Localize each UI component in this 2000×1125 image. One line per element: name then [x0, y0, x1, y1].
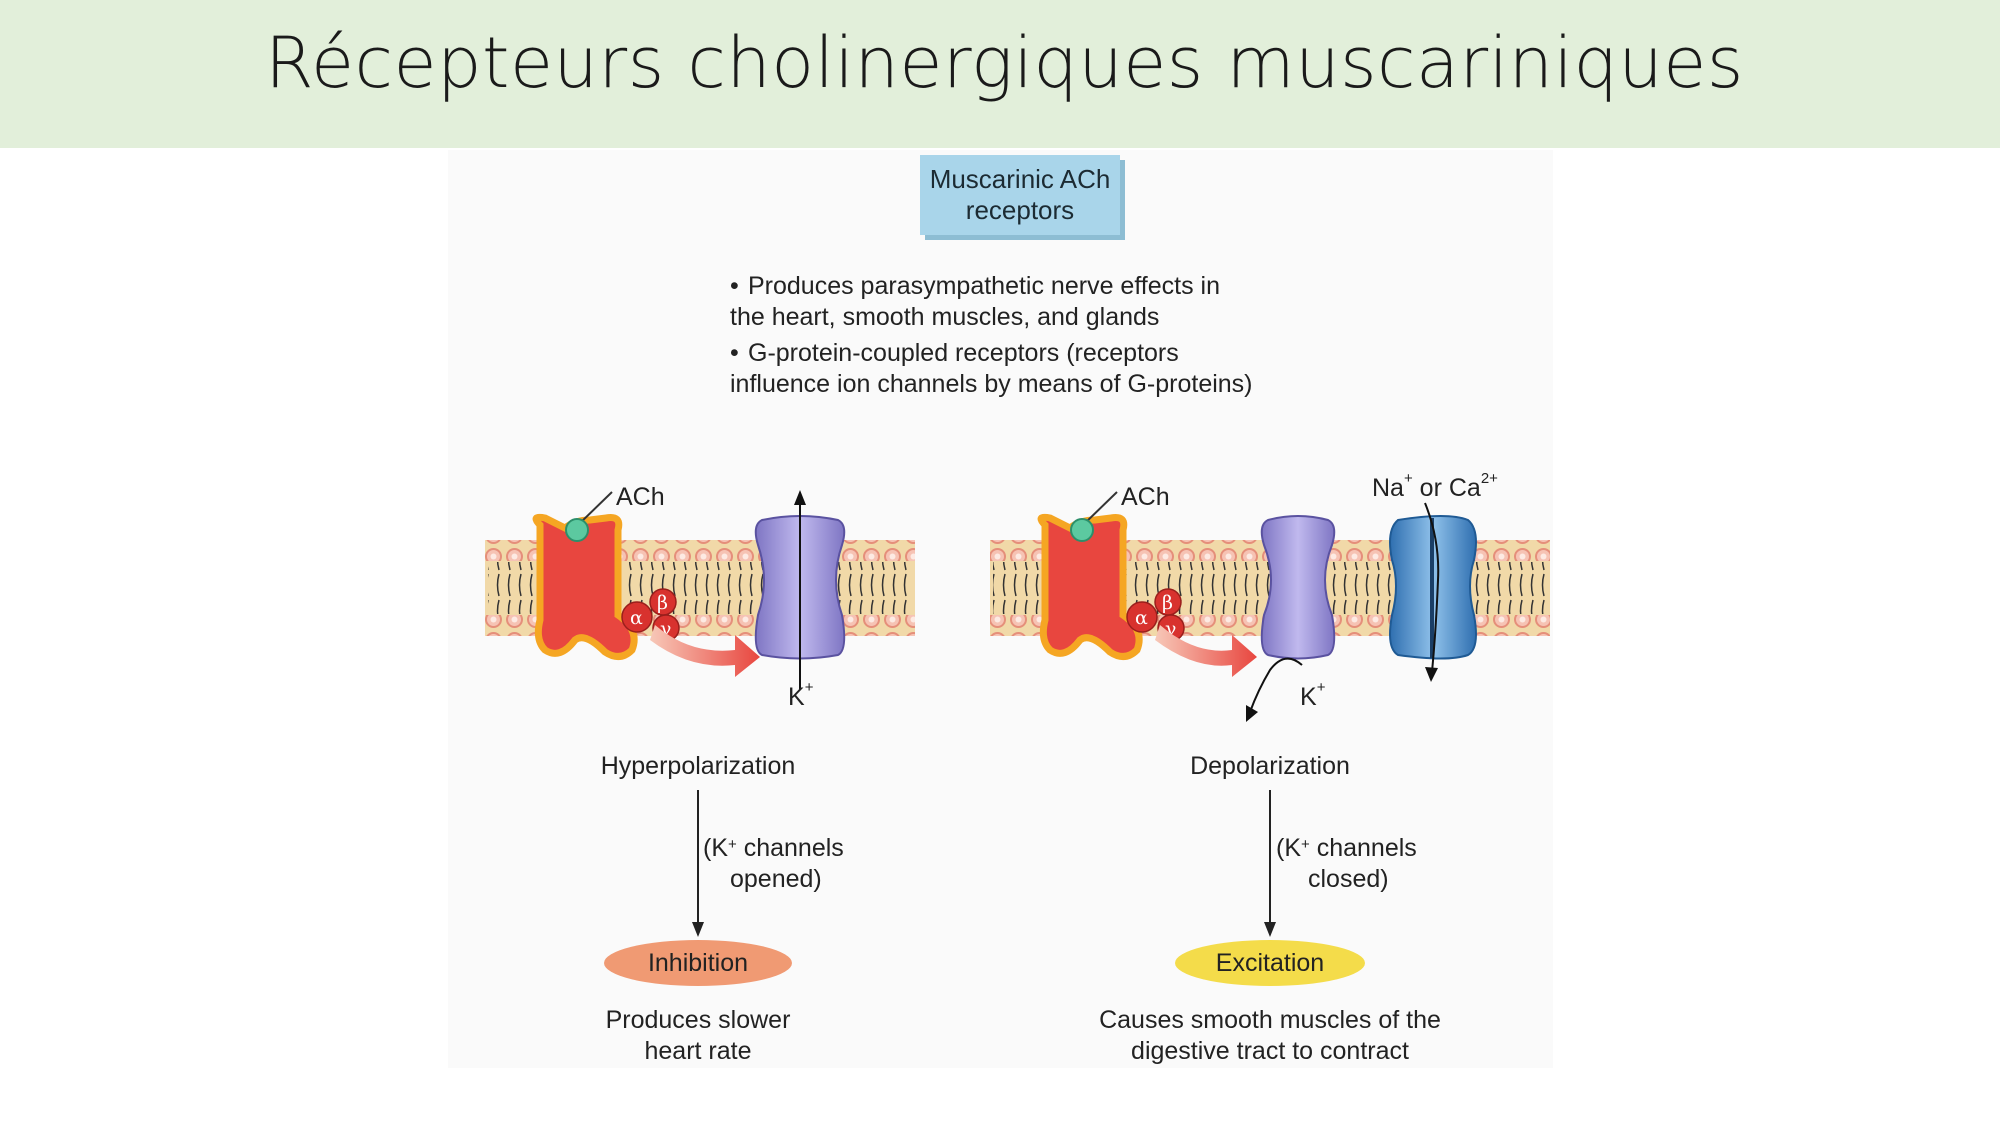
slide-title: Récepteurs cholinergiques muscariniques	[265, 22, 1744, 104]
cation-na-charge: +	[1403, 470, 1413, 487]
right-k-channel	[1260, 515, 1336, 660]
left-mechanism-line2: opened)	[730, 865, 822, 893]
left-ach-molecule	[565, 518, 589, 542]
bullet-2-line1: G-protein-coupled receptors (receptors	[748, 339, 1179, 367]
header-box-line2: receptors	[965, 195, 1075, 225]
right-cation-influx-arrow	[1424, 502, 1440, 673]
left-ach-label: ACh	[616, 483, 665, 511]
muscarinic-receptors-box: Muscarinic ACh receptors	[920, 155, 1120, 235]
right-flow-arrowhead	[1264, 922, 1276, 937]
left-mechanism-suffix: channels	[736, 834, 844, 862]
right-mechanism-sup: +	[1301, 836, 1310, 853]
right-ach-pointer	[1082, 491, 1118, 526]
bullet-list: • Produces parasympathetic nerve effects …	[730, 271, 1350, 405]
left-k-arrowhead	[794, 490, 806, 505]
cation-ca-charge: 2+	[1480, 470, 1498, 487]
title-bar	[0, 0, 2000, 148]
left-description: Produces slower heart rate	[606, 1005, 791, 1067]
right-g-protein: α β γ	[1126, 588, 1185, 642]
left-k-ion: K	[788, 683, 805, 711]
right-mechanism-prefix: (K	[1276, 834, 1301, 862]
right-cation-arrowhead	[1425, 667, 1438, 682]
bullet-1-line1: Produces parasympathetic nerve effects i…	[748, 272, 1221, 300]
left-g-alpha: α	[630, 607, 643, 629]
left-activation-arrow	[650, 625, 760, 677]
left-k-ion-label: K+	[788, 679, 813, 712]
cation-label: Na+ or Ca2+	[1372, 470, 1498, 503]
right-k-ion: K	[1300, 683, 1317, 711]
right-k-arrowhead	[1246, 705, 1258, 722]
left-ach-pointer	[577, 491, 613, 526]
left-mechanism-sup: +	[728, 836, 737, 853]
left-g-beta: β	[657, 592, 668, 614]
right-ach-label: ACh	[1121, 483, 1170, 511]
excitation-label: Excitation	[1215, 948, 1325, 977]
right-mechanism-label: (K+ channels closed)	[1276, 833, 1417, 895]
right-ach-molecule	[1070, 518, 1094, 542]
left-effect-label: Hyperpolarization	[600, 752, 796, 780]
left-flow-arrowhead	[692, 922, 704, 937]
left-mechanism-prefix: (K	[703, 834, 728, 862]
left-k-charge: +	[804, 679, 814, 696]
excitation-oval: Excitation	[1175, 940, 1365, 986]
right-mechanism-line2: closed)	[1308, 865, 1389, 893]
inhibition-label: Inhibition	[647, 948, 749, 977]
bullet-item: • Produces parasympathetic nerve effects …	[730, 271, 1350, 333]
right-g-beta: β	[1162, 592, 1173, 614]
left-mechanism-label: (K+ channels opened)	[703, 833, 844, 895]
cation-ca: or Ca	[1412, 474, 1481, 502]
inhibition-oval: Inhibition	[604, 940, 792, 986]
right-description: Causes smooth muscles of the digestive t…	[1099, 1005, 1441, 1067]
right-effect-label: Depolarization	[1190, 752, 1350, 780]
cation-na: Na	[1372, 474, 1404, 502]
right-description-line1: Causes smooth muscles of the	[1099, 1006, 1441, 1034]
right-k-charge: +	[1316, 679, 1326, 696]
bullet-2-line2: influence ion channels by means of G-pro…	[730, 370, 1253, 398]
left-g-gamma: γ	[660, 618, 671, 640]
left-g-protein: α β γ	[621, 588, 680, 642]
bullet-dot: •	[730, 272, 739, 300]
header-box-line1: Muscarinic ACh	[929, 164, 1111, 194]
right-k-curved-arrow	[1249, 657, 1303, 713]
right-mechanism-suffix: channels	[1309, 834, 1417, 862]
right-activation-arrow	[1155, 625, 1257, 677]
bullet-1-line2: the heart, smooth muscles, and glands	[730, 303, 1160, 331]
bullet-item: •G-protein-coupled receptors (receptors …	[730, 338, 1350, 400]
left-description-line1: Produces slower	[605, 1006, 791, 1034]
right-g-alpha: α	[1135, 607, 1148, 629]
right-k-ion-label: K+	[1300, 679, 1325, 712]
bullet-dot: •	[730, 339, 739, 367]
left-description-line2: heart rate	[644, 1037, 752, 1065]
right-g-gamma: γ	[1165, 618, 1176, 640]
right-description-line2: digestive tract to contract	[1131, 1037, 1409, 1065]
